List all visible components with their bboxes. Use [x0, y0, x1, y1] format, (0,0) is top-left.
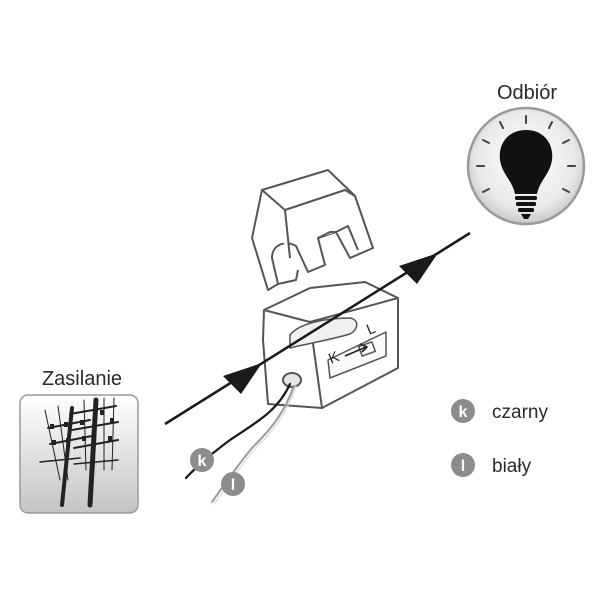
- legend-item-l: l biały: [451, 453, 532, 477]
- legend-text-l: biały: [492, 456, 532, 477]
- wire-badge-k: k: [190, 448, 214, 472]
- conductor-line: [164, 231, 471, 426]
- supply-label: Zasilanie: [42, 368, 122, 390]
- svg-text:k: k: [198, 453, 207, 470]
- arrowhead-icon: [223, 363, 262, 394]
- wire-badge-l: l: [221, 472, 245, 496]
- light-bulb-icon: [466, 106, 586, 226]
- direction-arrow-icon: [344, 343, 369, 357]
- arrowhead-icon: [399, 253, 438, 284]
- load-label: Odbiór: [497, 82, 557, 104]
- svg-text:l: l: [461, 458, 465, 475]
- svg-text:l: l: [231, 477, 235, 494]
- split-core-transformer: [251, 169, 399, 409]
- legend-text-k: czarny: [492, 402, 548, 423]
- legend-item-k: k czarny: [451, 399, 548, 423]
- power-pole-icon: [19, 394, 139, 514]
- svg-text:k: k: [459, 404, 468, 421]
